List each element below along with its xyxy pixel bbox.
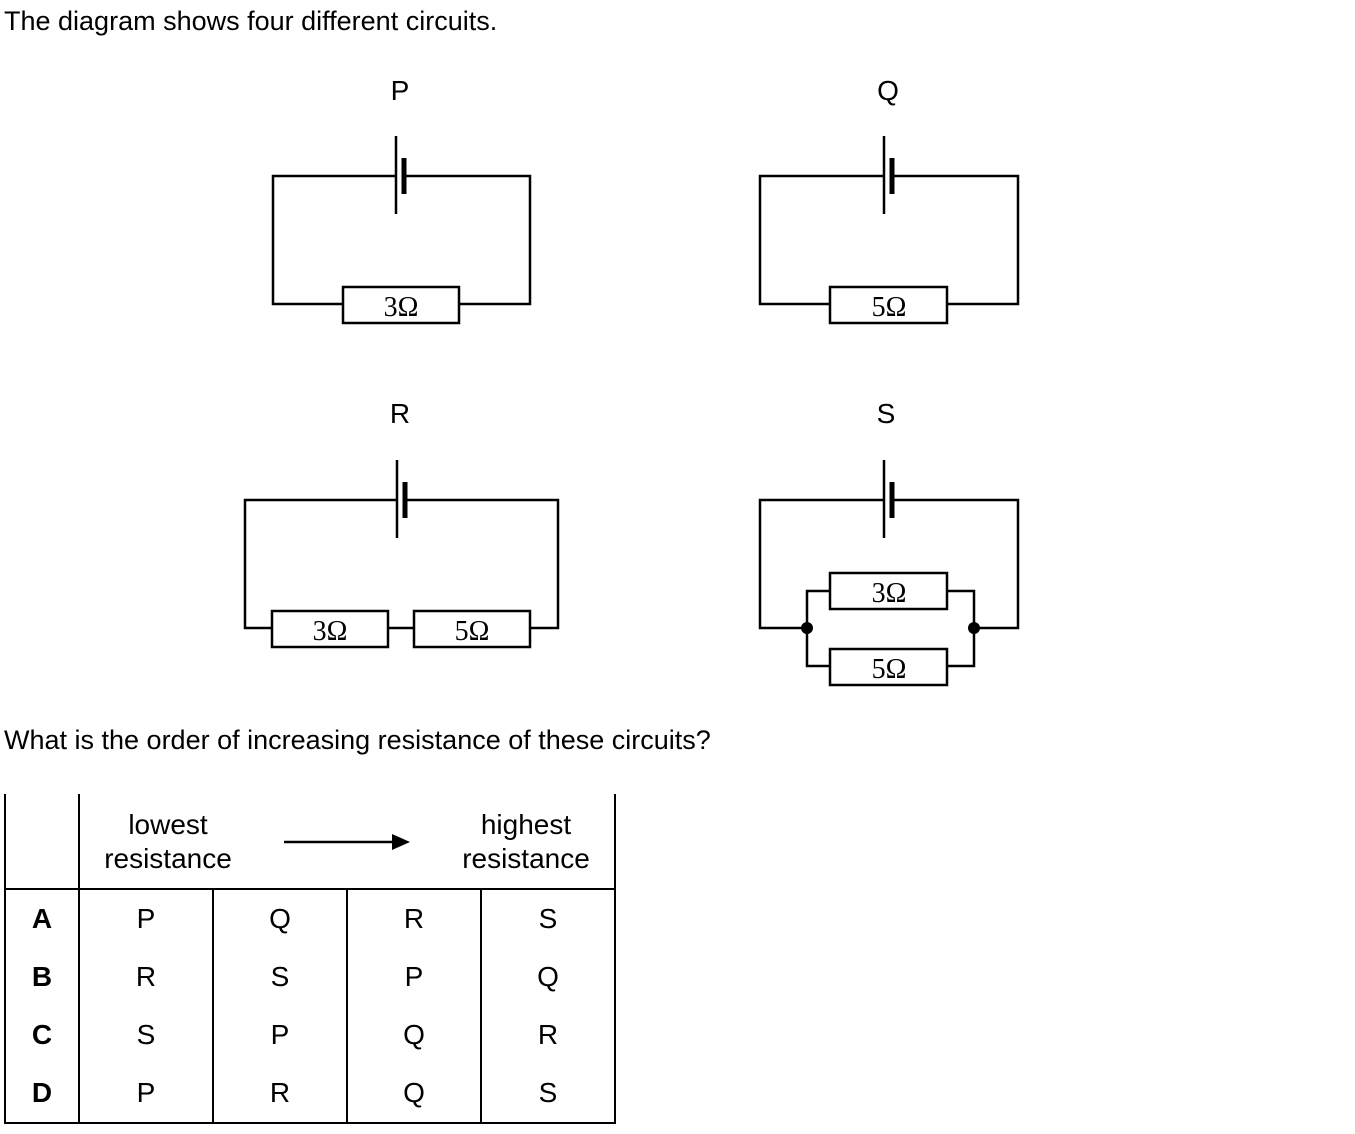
resistor-label: 5Ω xyxy=(455,616,490,647)
wire xyxy=(243,498,397,630)
resistor-box xyxy=(341,285,461,325)
header-highest-resistance: highest resistance xyxy=(456,808,596,876)
junction-dot xyxy=(968,622,980,634)
wire xyxy=(892,498,1020,630)
header-lowest-resistance: lowest resistance xyxy=(98,808,238,876)
resistor-box xyxy=(828,285,949,325)
question-text: What is the order of increasing resistan… xyxy=(4,725,711,755)
order-cell: P xyxy=(212,1006,348,1064)
circuit-label-q: Q xyxy=(877,75,899,106)
order-cell: S xyxy=(480,1064,616,1124)
order-cell: Q xyxy=(346,1006,482,1064)
order-cell: R xyxy=(480,1006,616,1064)
resistor-label: 5Ω xyxy=(872,292,907,323)
order-cell: Q xyxy=(212,888,348,948)
option-letter[interactable]: C xyxy=(4,1006,80,1064)
order-cell: R xyxy=(78,948,214,1006)
header-highest-line: highest xyxy=(480,809,572,840)
wire xyxy=(758,174,884,306)
resistor-label: 3Ω xyxy=(313,616,348,647)
resistor-label: 3Ω xyxy=(384,292,419,323)
table-row-a: A P Q R S xyxy=(4,888,616,948)
intro-text: The diagram shows four different circuit… xyxy=(4,6,498,36)
order-cell: P xyxy=(78,888,214,948)
table-header-row: lowest resistance highest resistance xyxy=(4,794,616,890)
resistor-box xyxy=(270,609,390,649)
wire xyxy=(405,498,560,630)
header-lowest-line: lowest xyxy=(128,809,208,840)
resistor-label: 3Ω xyxy=(872,578,907,609)
resistor-box xyxy=(828,647,949,687)
circuit-r: R 3Ω 5Ω xyxy=(243,398,560,649)
table-row-b: B R S P Q xyxy=(4,948,616,1006)
option-letter[interactable]: B xyxy=(4,948,80,1006)
arrow-right-icon xyxy=(284,834,410,850)
junction-dot xyxy=(801,622,813,634)
answer-options-table: lowest resistance highest resistance A P… xyxy=(4,794,616,1124)
table-row-c: C S P Q R xyxy=(4,1006,616,1064)
option-letter[interactable]: A xyxy=(4,888,80,948)
order-cell: P xyxy=(346,948,482,1006)
order-cell: S xyxy=(78,1006,214,1064)
order-cell: R xyxy=(212,1064,348,1124)
header-lowest-line: resistance xyxy=(104,843,232,874)
order-cell: Q xyxy=(346,1064,482,1124)
header-highest-line: resistance xyxy=(462,843,590,874)
circuit-label-s: S xyxy=(877,398,896,429)
header-blank-cell xyxy=(4,794,80,890)
circuit-diagrams: P 3Ω Q 5Ω R 3Ω 5Ω S xyxy=(243,75,1020,687)
header-order-cell: lowest resistance highest resistance xyxy=(78,794,616,889)
wire xyxy=(271,174,396,306)
order-cell: S xyxy=(212,948,348,1006)
wire xyxy=(758,498,884,630)
option-letter[interactable]: D xyxy=(4,1064,80,1124)
circuit-label-p: P xyxy=(391,75,410,106)
order-cell: S xyxy=(480,888,616,948)
resistor-box xyxy=(828,571,949,611)
resistor-label: 5Ω xyxy=(872,654,907,685)
circuit-p: P 3Ω xyxy=(271,75,532,325)
order-cell: Q xyxy=(480,948,616,1006)
circuit-q: Q 5Ω xyxy=(758,75,1020,325)
order-cell: P xyxy=(78,1064,214,1124)
order-cell: R xyxy=(346,888,482,948)
wire xyxy=(892,174,1020,306)
wire xyxy=(404,174,532,306)
circuit-label-r: R xyxy=(390,398,410,429)
table-row-d: D P R Q S xyxy=(4,1064,616,1124)
circuit-s: S 3Ω 5Ω xyxy=(758,398,1020,687)
resistor-box xyxy=(412,609,532,649)
